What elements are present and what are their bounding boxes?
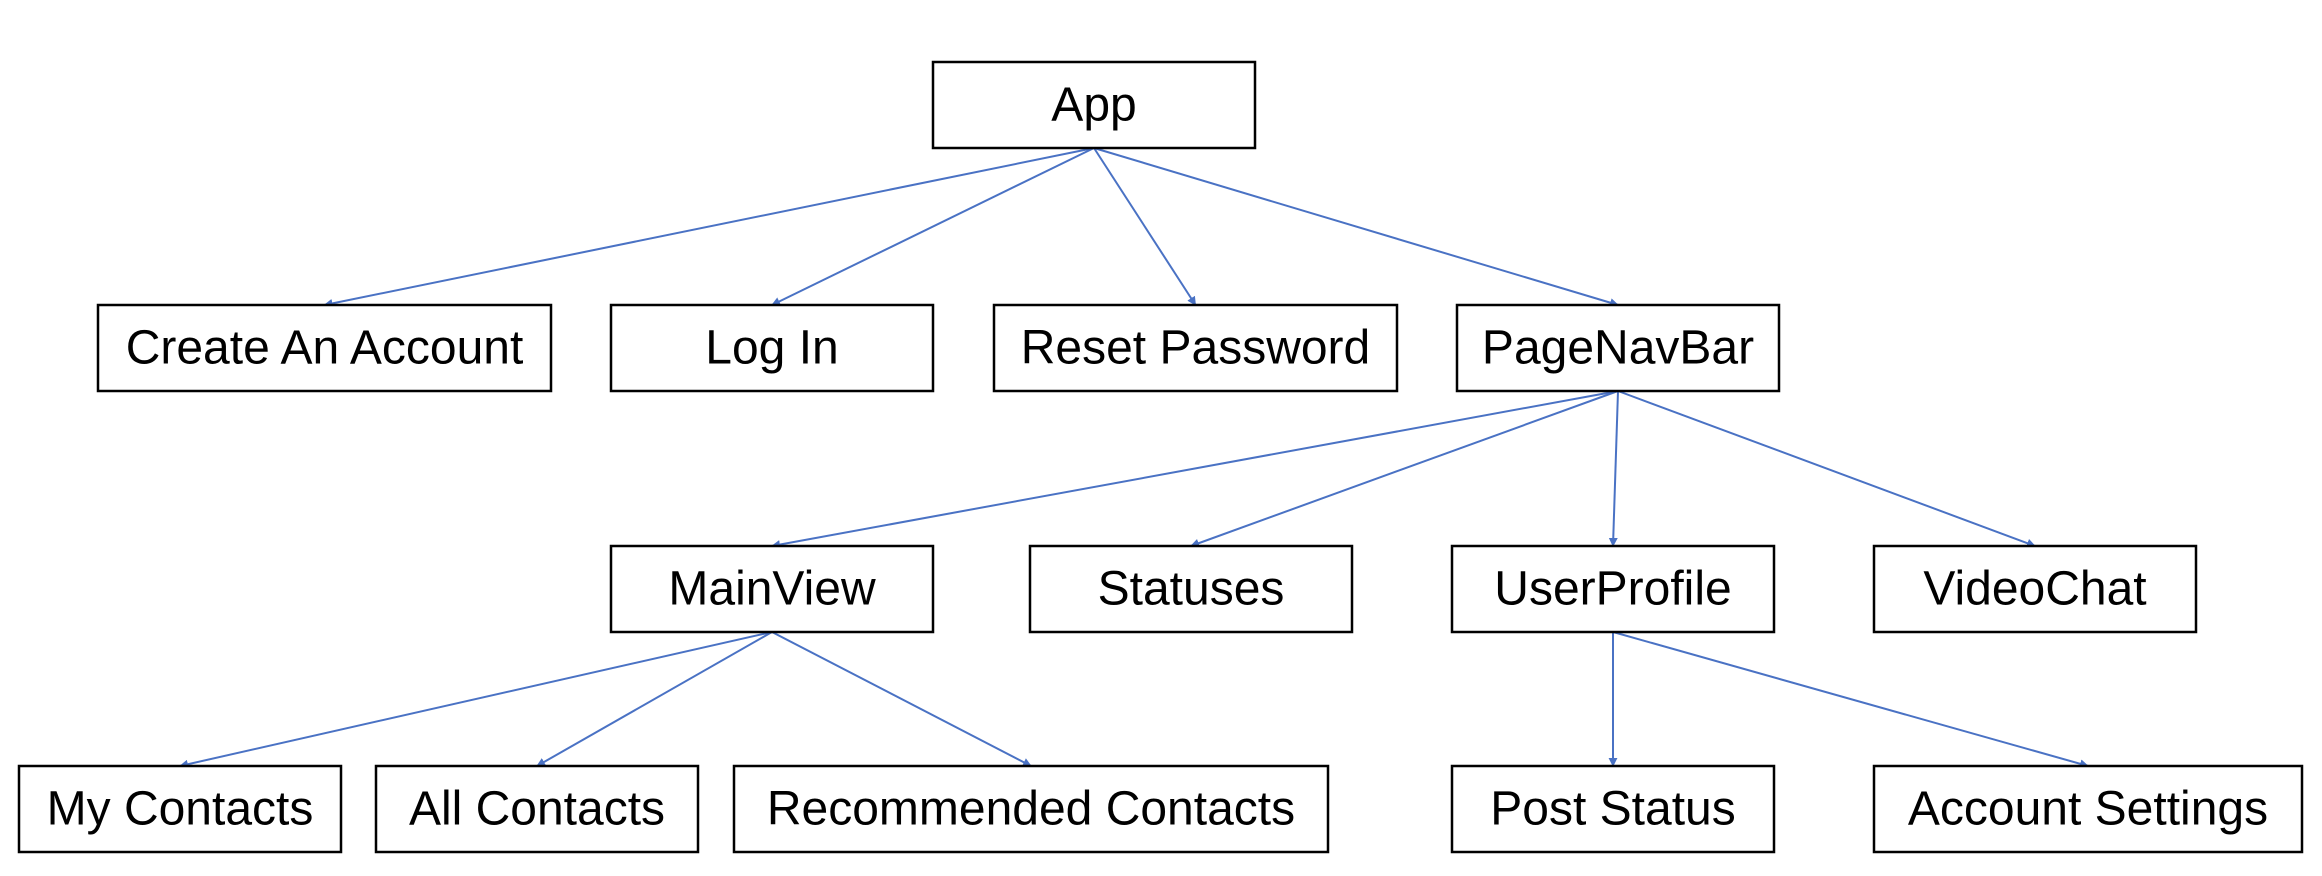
node-create-account: Create An Account [96, 303, 553, 393]
node-app: App [931, 60, 1257, 150]
node-box [1450, 764, 1776, 854]
node-box [17, 764, 343, 854]
node-label: PageNavBar [1482, 322, 1754, 375]
edge-main-view-to-all-contacts [536, 631, 773, 767]
node-user-profile: UserProfile [1450, 544, 1776, 634]
edge-main-view-to-recommended-contacts [771, 631, 1032, 767]
node-my-contacts: My Contacts [17, 764, 343, 854]
node-main-view: MainView [609, 544, 935, 634]
edge-app-to-log-in [771, 147, 1095, 306]
node-label: Statuses [1098, 563, 1285, 616]
node-box [96, 303, 553, 393]
edge-app-to-reset-password [1093, 147, 1197, 306]
edge-app-to-create-account [323, 147, 1095, 308]
edge-page-nav-bar-to-main-view [771, 390, 1619, 549]
edge-page-nav-bar-to-user-profile [1608, 390, 1619, 547]
node-reset-password: Reset Password [992, 303, 1399, 393]
node-label: App [1051, 79, 1136, 132]
node-all-contacts: All Contacts [374, 764, 700, 854]
node-box [1455, 303, 1781, 393]
node-account-settings: Account Settings [1872, 764, 2304, 854]
node-label: VideoChat [1923, 563, 2146, 616]
node-label: Account Settings [1908, 783, 2268, 836]
node-box [374, 764, 700, 854]
node-post-status: Post Status [1450, 764, 1776, 854]
node-label: My Contacts [47, 783, 314, 836]
node-label: Post Status [1490, 783, 1735, 836]
edge-page-nav-bar-to-statuses [1190, 390, 1619, 548]
node-box [1872, 544, 2198, 634]
node-box [732, 764, 1330, 854]
edge-page-nav-bar-to-video-chat [1617, 390, 2036, 548]
node-box [609, 544, 935, 634]
node-box [992, 303, 1399, 393]
node-statuses: Statuses [1028, 544, 1354, 634]
node-box [1872, 764, 2304, 854]
node-label: Create An Account [126, 322, 524, 375]
node-box [1450, 544, 1776, 634]
node-box [1028, 544, 1354, 634]
node-label: All Contacts [409, 783, 665, 836]
node-box [931, 60, 1257, 150]
node-video-chat: VideoChat [1872, 544, 2198, 634]
node-page-nav-bar: PageNavBar [1455, 303, 1781, 393]
node-label: Reset Password [1021, 322, 1370, 375]
edge-user-profile-to-account-settings [1612, 631, 2089, 769]
node-box [609, 303, 935, 393]
edges-layer [179, 147, 2089, 769]
node-log-in: Log In [609, 303, 935, 393]
edge-app-to-page-nav-bar [1093, 147, 1619, 307]
node-label: Log In [705, 322, 838, 375]
node-label: UserProfile [1494, 563, 1731, 616]
node-label: Recommended Contacts [767, 783, 1295, 836]
node-recommended-contacts: Recommended Contacts [732, 764, 1330, 854]
edge-main-view-to-my-contacts [179, 631, 773, 769]
node-label: MainView [668, 563, 876, 616]
